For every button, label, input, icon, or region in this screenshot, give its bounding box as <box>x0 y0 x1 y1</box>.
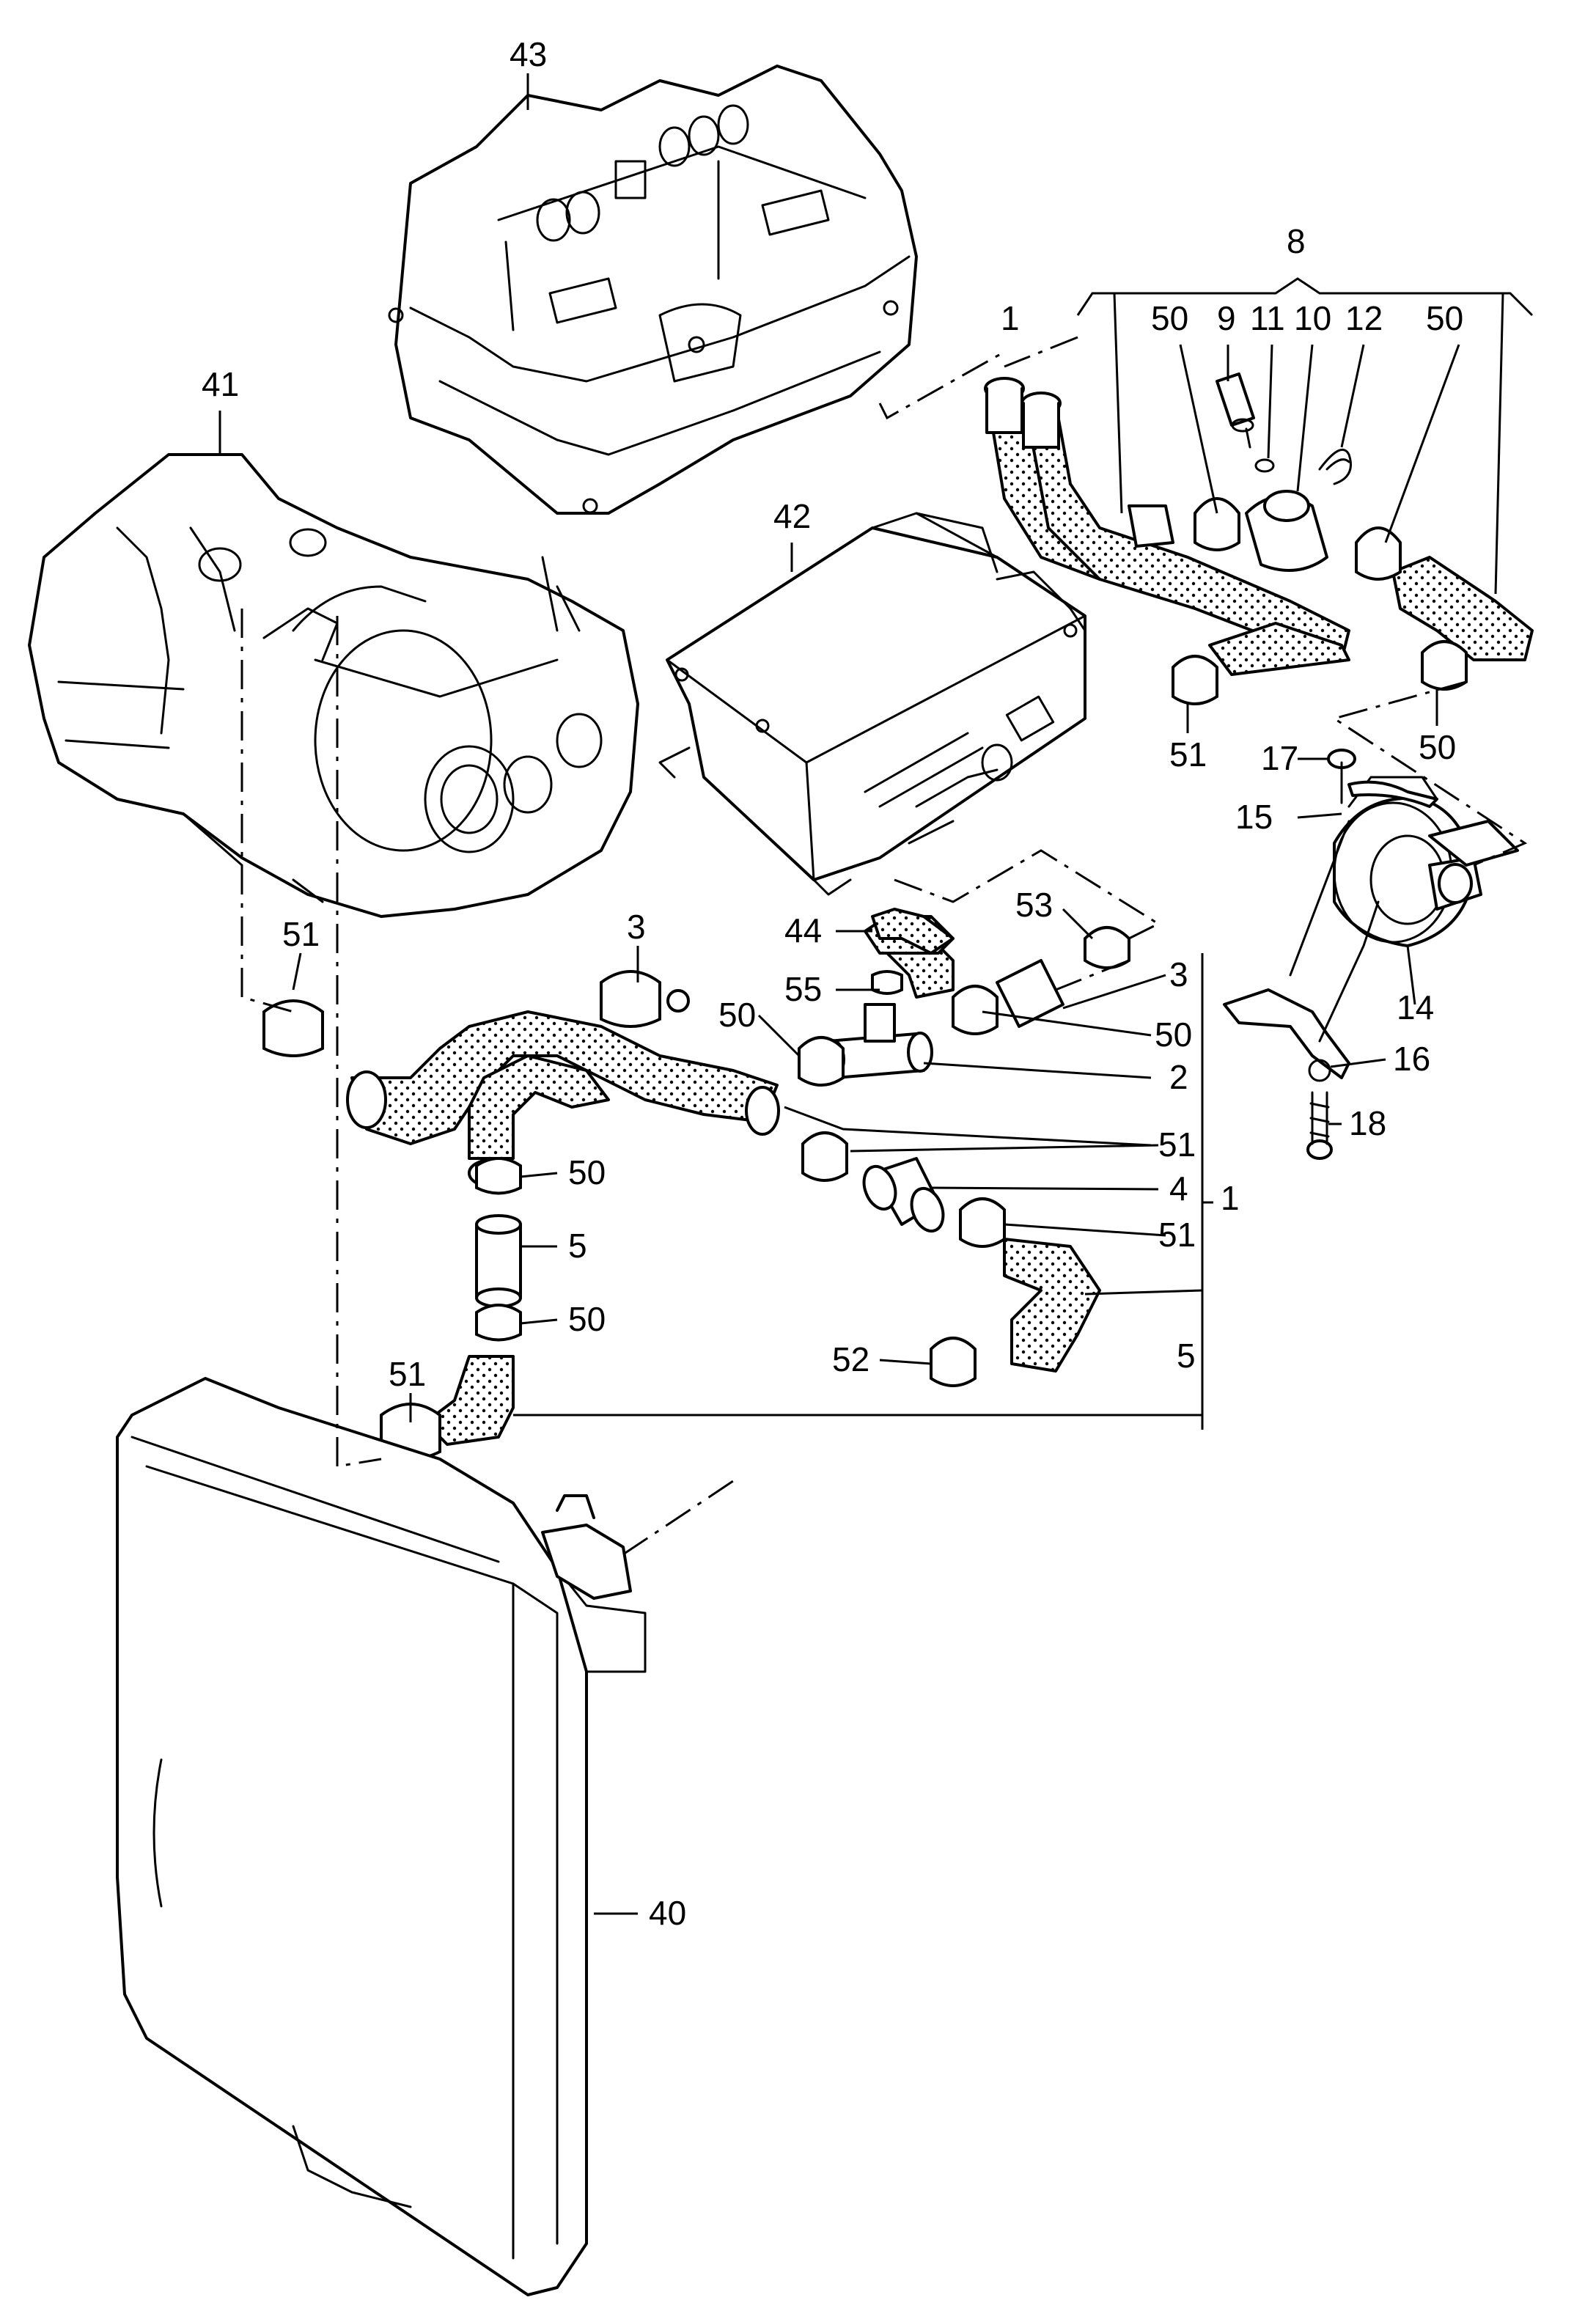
part-labels: 43 41 42 1 8 50 9 11 10 12 50 51 50 17 1… <box>202 35 1463 1932</box>
bolt-18 <box>1306 1091 1333 1160</box>
label-10: 10 <box>1294 299 1331 337</box>
label-3-right: 3 <box>1169 955 1188 993</box>
label-3-left: 3 <box>627 908 646 946</box>
label-1-top: 1 <box>1001 299 1020 337</box>
label-51-left: 51 <box>282 915 320 953</box>
leader-lines <box>218 73 1534 1915</box>
label-50-stack: 50 <box>1155 1015 1192 1054</box>
hose-44 <box>871 908 955 955</box>
dashed-relations <box>240 336 1528 1556</box>
label-1-right: 1 <box>1221 1179 1240 1217</box>
label-2: 2 <box>1169 1058 1188 1096</box>
label-50-vertical-upper: 50 <box>568 1153 606 1191</box>
label-50-right: 50 <box>1419 728 1456 766</box>
label-53: 53 <box>1015 886 1053 924</box>
label-42: 42 <box>773 497 811 535</box>
label-5-right: 5 <box>1177 1337 1196 1375</box>
bracket-15-16 <box>1223 780 1438 1082</box>
label-51-stack-2: 51 <box>1158 1216 1196 1254</box>
power-electronics-43 <box>388 65 918 515</box>
label-4: 4 <box>1169 1169 1188 1208</box>
label-43: 43 <box>510 35 547 73</box>
label-51-stack-1: 51 <box>1158 1125 1196 1164</box>
label-14: 14 <box>1397 988 1434 1026</box>
label-55: 55 <box>784 970 822 1008</box>
label-5-vertical: 5 <box>568 1227 587 1265</box>
hose-assembly-8 <box>984 372 1534 676</box>
label-50-top-right: 50 <box>1426 299 1463 337</box>
hose-assembly-1 <box>346 915 1101 1446</box>
label-52: 52 <box>832 1340 869 1378</box>
label-51-upper: 51 <box>1169 735 1207 774</box>
label-11: 11 <box>1250 299 1285 337</box>
label-15: 15 <box>1235 798 1273 836</box>
label-50-center: 50 <box>718 996 756 1034</box>
bolt-17 <box>1327 749 1356 804</box>
gearbox-41 <box>28 453 639 918</box>
label-51-lower: 51 <box>389 1355 426 1393</box>
label-16: 16 <box>1393 1040 1430 1078</box>
label-17: 17 <box>1261 739 1298 777</box>
coolant-pump-14 <box>1333 776 1519 947</box>
label-41: 41 <box>202 365 239 403</box>
label-8: 8 <box>1287 222 1306 260</box>
control-unit-42 <box>658 512 1086 896</box>
radiator-40 <box>116 1377 647 2296</box>
label-50-top-left: 50 <box>1151 299 1188 337</box>
label-9: 9 <box>1217 299 1236 337</box>
label-12: 12 <box>1345 299 1383 337</box>
label-50-vertical-lower: 50 <box>568 1300 606 1338</box>
label-40: 40 <box>649 1894 686 1932</box>
label-18: 18 <box>1349 1104 1386 1142</box>
label-44: 44 <box>784 911 822 949</box>
